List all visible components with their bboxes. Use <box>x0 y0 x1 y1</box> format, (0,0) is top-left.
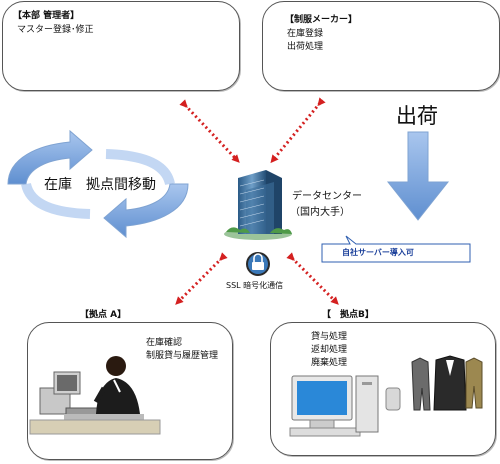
circular-arrows-icon <box>7 129 189 239</box>
hq-title: 【本部 管理者】 <box>13 11 80 21</box>
hq-task: マスター登録･修正 <box>17 25 94 35</box>
base-b-task-dispose: 廃棄処理 <box>311 358 348 368</box>
datacenter-sublabel: （国内大手） <box>290 207 350 218</box>
base-b-panel: 貸与処理 返却処理 廃棄処理 <box>270 322 496 456</box>
base-a-task-history: 制服貸与履歴管理 <box>146 351 219 361</box>
inventory-movement-label: 在庫 拠点間移動 <box>44 177 156 193</box>
base-a-panel: 在庫確認 制服貸与履歴管理 <box>27 322 233 460</box>
hq-panel: 【本部 管理者】 マスター登録･修正 <box>2 1 240 91</box>
link-datacenter-base-b <box>286 252 339 305</box>
base-b-title: 【 拠点B】 <box>322 310 374 320</box>
server-note-callout <box>321 235 471 263</box>
shipping-arrow-icon <box>386 131 450 221</box>
maker-panel: 【制服メーカー】 在庫登録 出荷処理 <box>262 1 500 91</box>
maker-task-inventory: 在庫登録 <box>287 29 324 39</box>
shipping-label: 出荷 <box>396 104 438 128</box>
padlock-icon <box>246 252 270 276</box>
uniforms-icon <box>411 355 483 411</box>
desktop-computer-icon <box>289 375 401 437</box>
maker-title: 【制服メーカー】 <box>285 15 358 25</box>
ssl-label: SSL 暗号化通信 <box>226 281 284 290</box>
call-center-worker-icon <box>29 356 161 435</box>
link-datacenter-base-a <box>175 252 228 305</box>
maker-task-shipping: 出荷処理 <box>287 42 324 52</box>
base-b-task-lend: 貸与処理 <box>311 332 348 342</box>
base-b-task-return: 返却処理 <box>311 345 348 355</box>
base-a-task-stock: 在庫確認 <box>146 338 183 348</box>
datacenter-label: データセンター <box>292 191 362 202</box>
server-note-text: 自社サーバー導入可 <box>342 248 414 257</box>
link-hq-datacenter <box>179 99 240 163</box>
building-icon <box>224 170 292 240</box>
link-maker-datacenter <box>270 97 326 164</box>
base-a-title: 【拠点 A】 <box>80 310 127 320</box>
